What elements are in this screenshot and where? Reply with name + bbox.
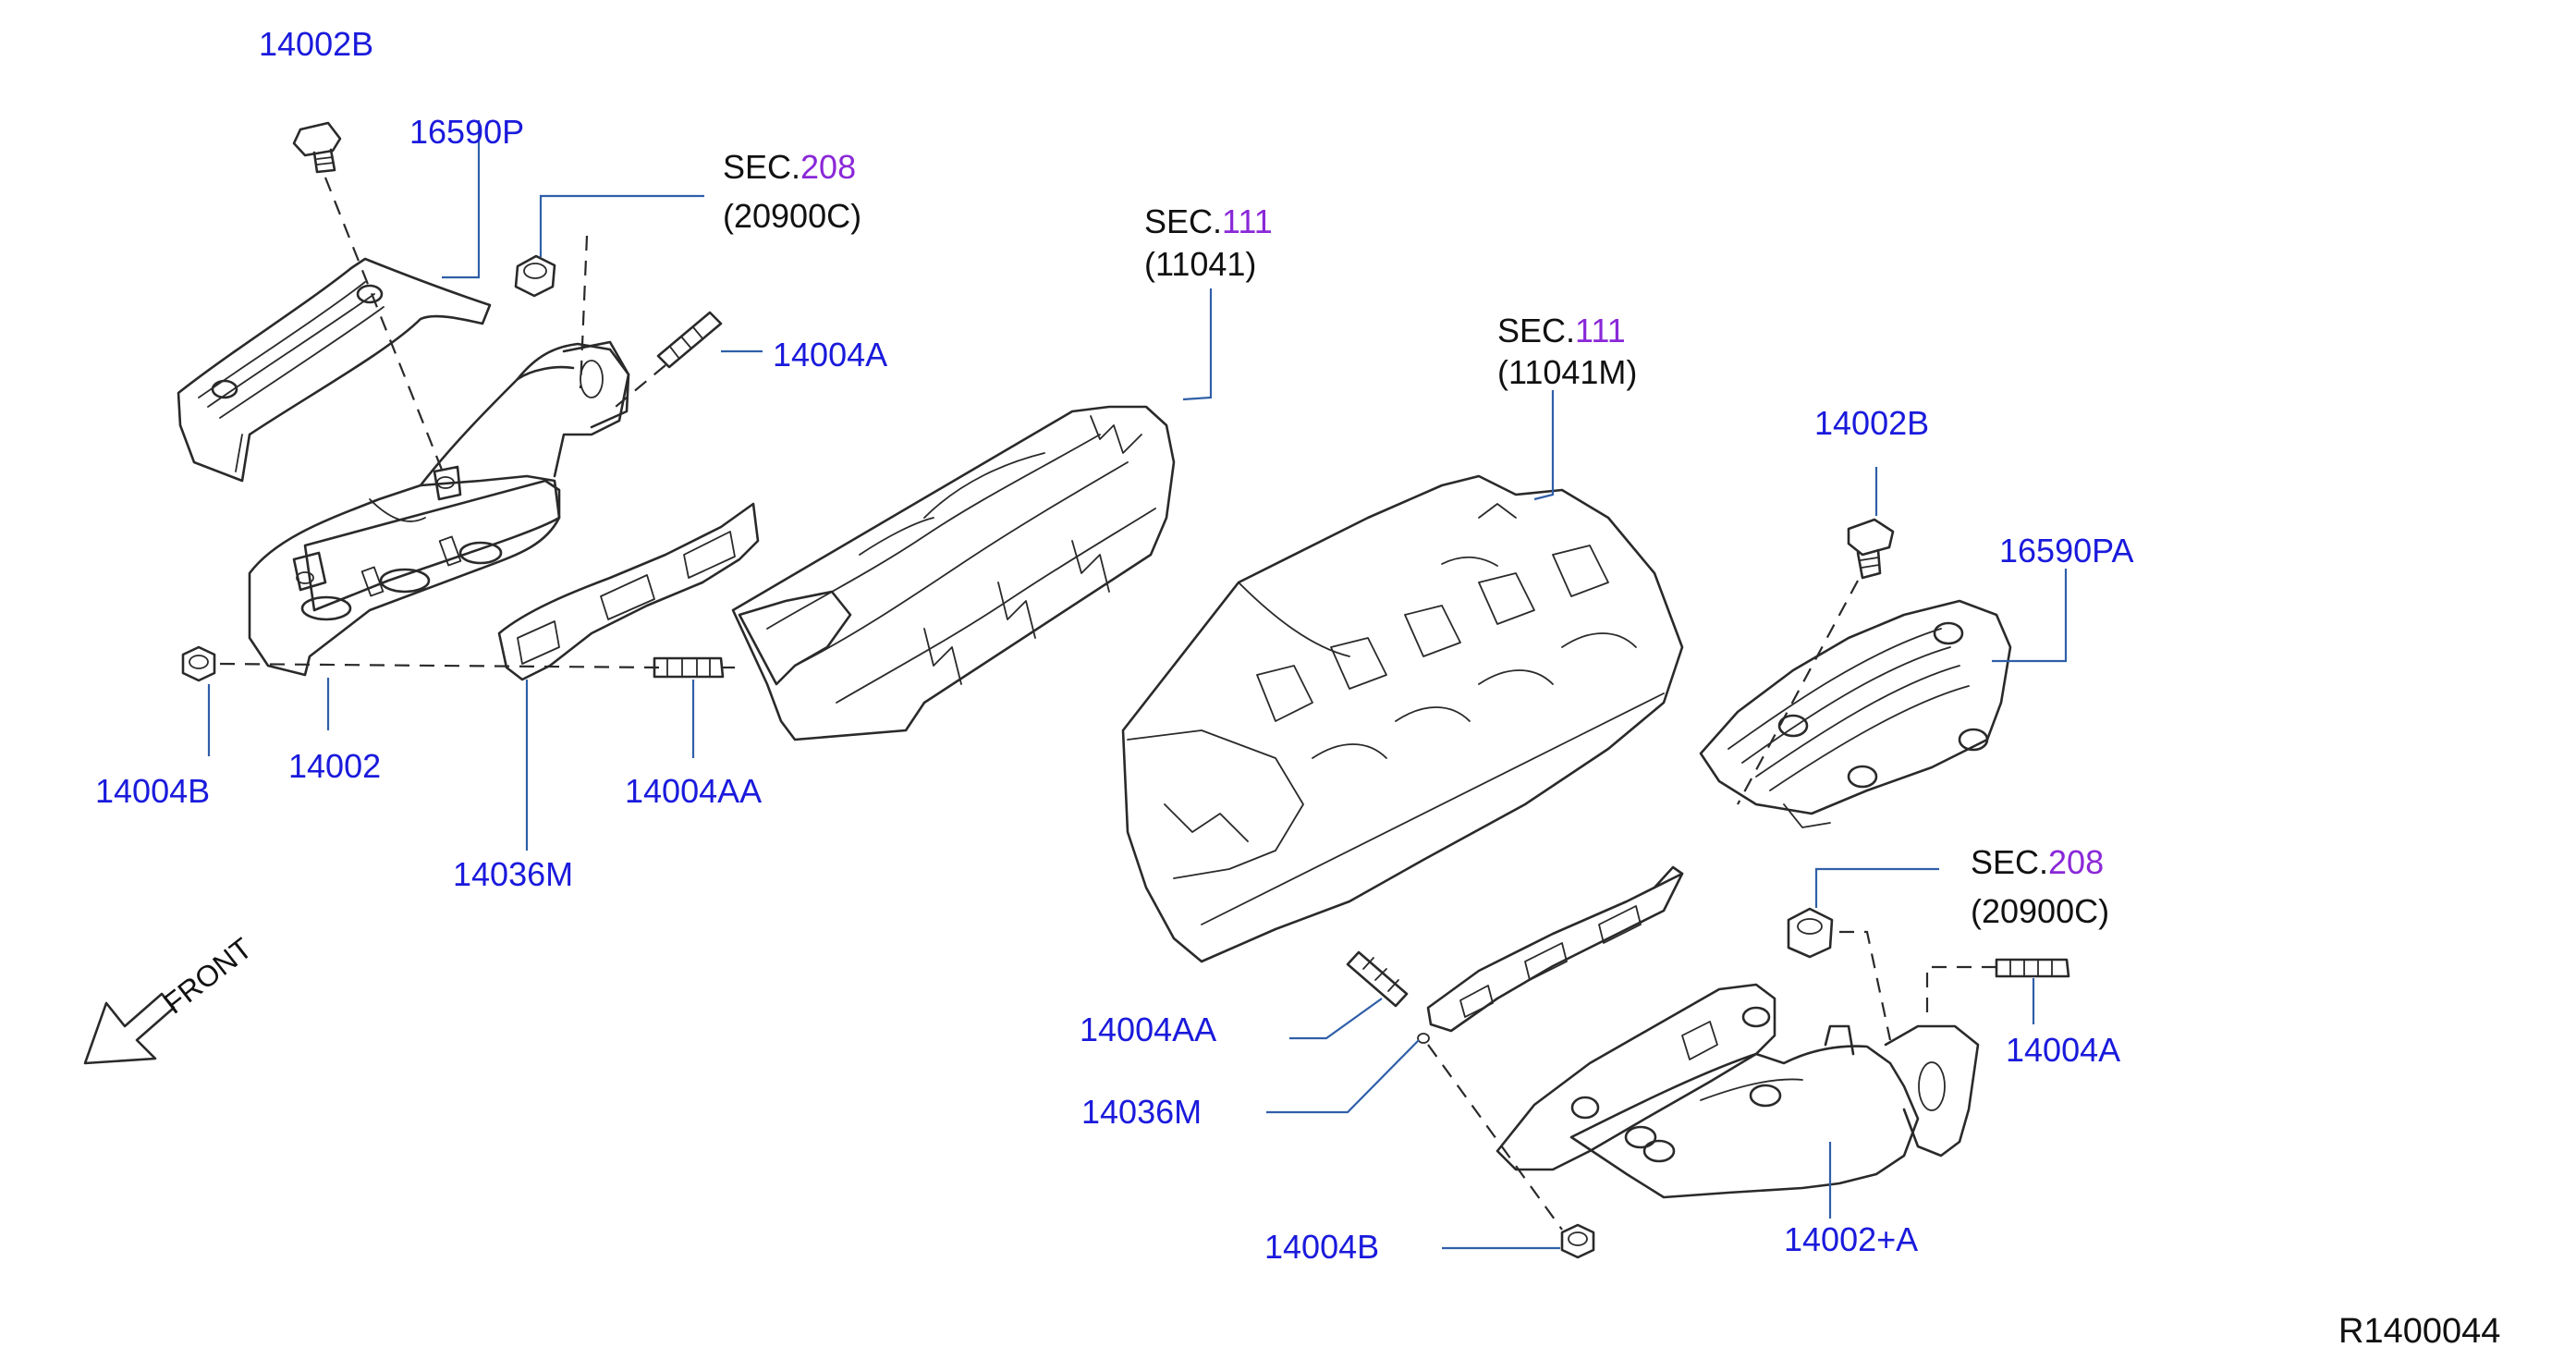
label-left-bolt-14002b: 14002B	[259, 25, 373, 63]
right-stud-14004a-drawing	[1995, 958, 2070, 978]
right-nut-20900c-drawing	[1787, 907, 1834, 959]
right-cylinder-head-drawing	[1121, 474, 1684, 963]
label-right-stud-14004aa: 14004AA	[1080, 1011, 1216, 1048]
label-left-manifold-14002: 14002	[288, 747, 381, 785]
left-nut-dash	[579, 235, 589, 389]
left-manifold-drawing	[248, 340, 630, 677]
left-bolt-14002b-drawing	[292, 121, 342, 174]
right-bolt-dash	[1737, 580, 1859, 805]
label-right-sec-20900c: (20900C)	[1971, 892, 2109, 930]
right-nut-leader	[1814, 867, 1939, 908]
right-manifold-drawing	[1496, 983, 1980, 1199]
front-label: FRONT	[157, 931, 258, 1020]
left-nut-20900c-drawing	[514, 254, 556, 298]
label-left-gasket-14036m: 14036M	[453, 855, 573, 893]
right-stud-14004aa-drawing	[1346, 950, 1409, 1008]
right-insulator-leader	[1992, 569, 2068, 663]
label-right-sec-208: SEC.208	[1971, 843, 2104, 881]
label-left-nut-14004b: 14004B	[95, 772, 210, 810]
right-gasket-drawing	[1417, 865, 1684, 1044]
label-head-right-sec-11041m: (11041M)	[1497, 353, 1637, 391]
left-gasket-drawing	[497, 502, 760, 681]
right-gasket-leader	[1266, 1039, 1420, 1114]
left-heat-insulator-drawing	[177, 257, 492, 483]
left-insulator-leader	[442, 120, 481, 279]
left-stud-14004aa-drawing	[653, 656, 725, 679]
left-nut-leader	[539, 194, 704, 257]
left-stud-a-dash	[609, 364, 666, 412]
label-head-left-sec-11041: (11041)	[1144, 245, 1256, 283]
right-gasket-dash	[1427, 1044, 1563, 1231]
left-nut-14004b-drawing	[181, 645, 216, 682]
label-head-left-sec-111: SEC.111	[1144, 202, 1273, 240]
front-arrow-icon	[83, 992, 176, 1065]
right-nut-14004b-drawing	[1560, 1223, 1595, 1259]
right-bolt-14002b-drawing	[1847, 518, 1895, 580]
label-right-gasket-14036m: 14036M	[1081, 1093, 1202, 1131]
right-heat-insulator-drawing	[1699, 599, 2012, 828]
right-nut-dash	[1839, 930, 1892, 1041]
left-bolt-dash	[324, 177, 447, 480]
head-right-leader	[1533, 390, 1555, 501]
label-right-nut-14004b: 14004B	[1264, 1228, 1379, 1266]
right-stud-a-dash	[1925, 965, 1996, 1022]
left-stud-14004a-drawing	[656, 311, 723, 369]
left-horizontal-dash	[219, 662, 662, 669]
label-left-stud-14004aa: 14004AA	[625, 772, 762, 810]
left-cylinder-head-drawing	[731, 405, 1176, 741]
head-left-leader	[1182, 288, 1213, 401]
right-stud-aa-leader	[1289, 998, 1383, 1040]
label-left-sec-208: SEC.208	[723, 148, 856, 186]
label-head-right-sec-111: SEC.111	[1497, 312, 1626, 349]
label-right-manifold-14002a: 14002+A	[1784, 1220, 1918, 1258]
label-left-stud-14004a: 14004A	[773, 336, 887, 374]
label-right-bolt-14002b: 14002B	[1814, 404, 1929, 442]
diagram-code: R1400044	[2338, 1312, 2500, 1351]
label-right-heat-insulator: 16590PA	[1999, 532, 2133, 570]
label-left-heat-insulator: 16590P	[409, 113, 524, 151]
label-left-sec-20900c: (20900C)	[723, 197, 861, 235]
label-right-stud-14004a: 14004A	[2006, 1031, 2120, 1069]
